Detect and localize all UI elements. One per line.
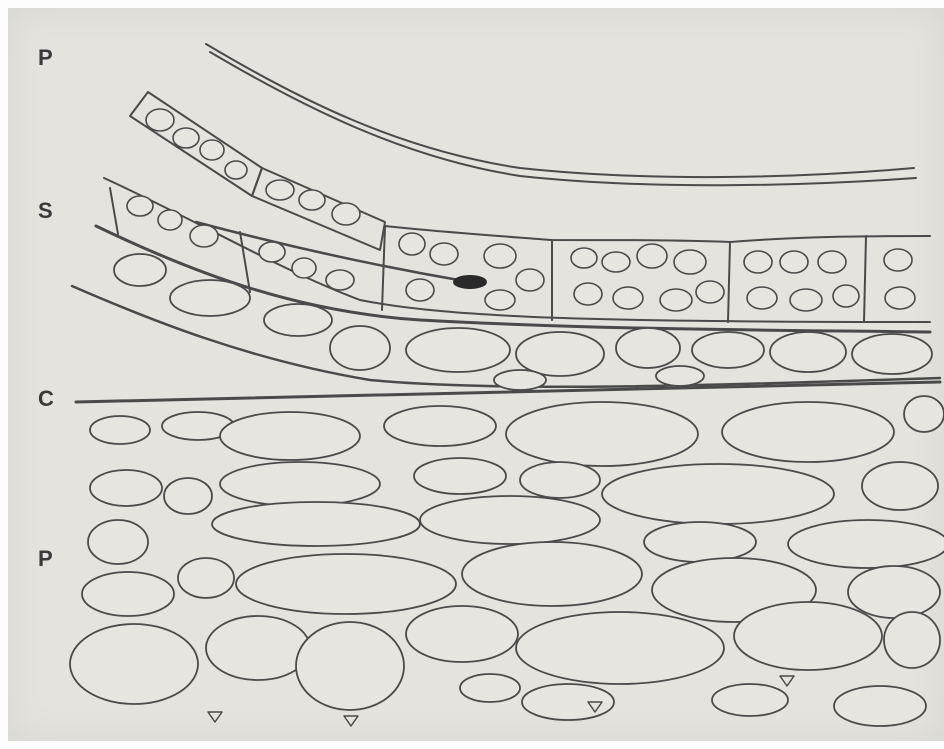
label-p-bottom: P	[38, 548, 53, 570]
parenchyma-cells	[70, 396, 944, 726]
label-p-top: P	[38, 47, 53, 69]
label-s: S	[38, 200, 53, 222]
pointer-tip	[454, 276, 486, 288]
label-c: C	[38, 388, 54, 410]
s-layer-cells	[127, 109, 915, 311]
outer-periderm-strip	[206, 44, 916, 185]
